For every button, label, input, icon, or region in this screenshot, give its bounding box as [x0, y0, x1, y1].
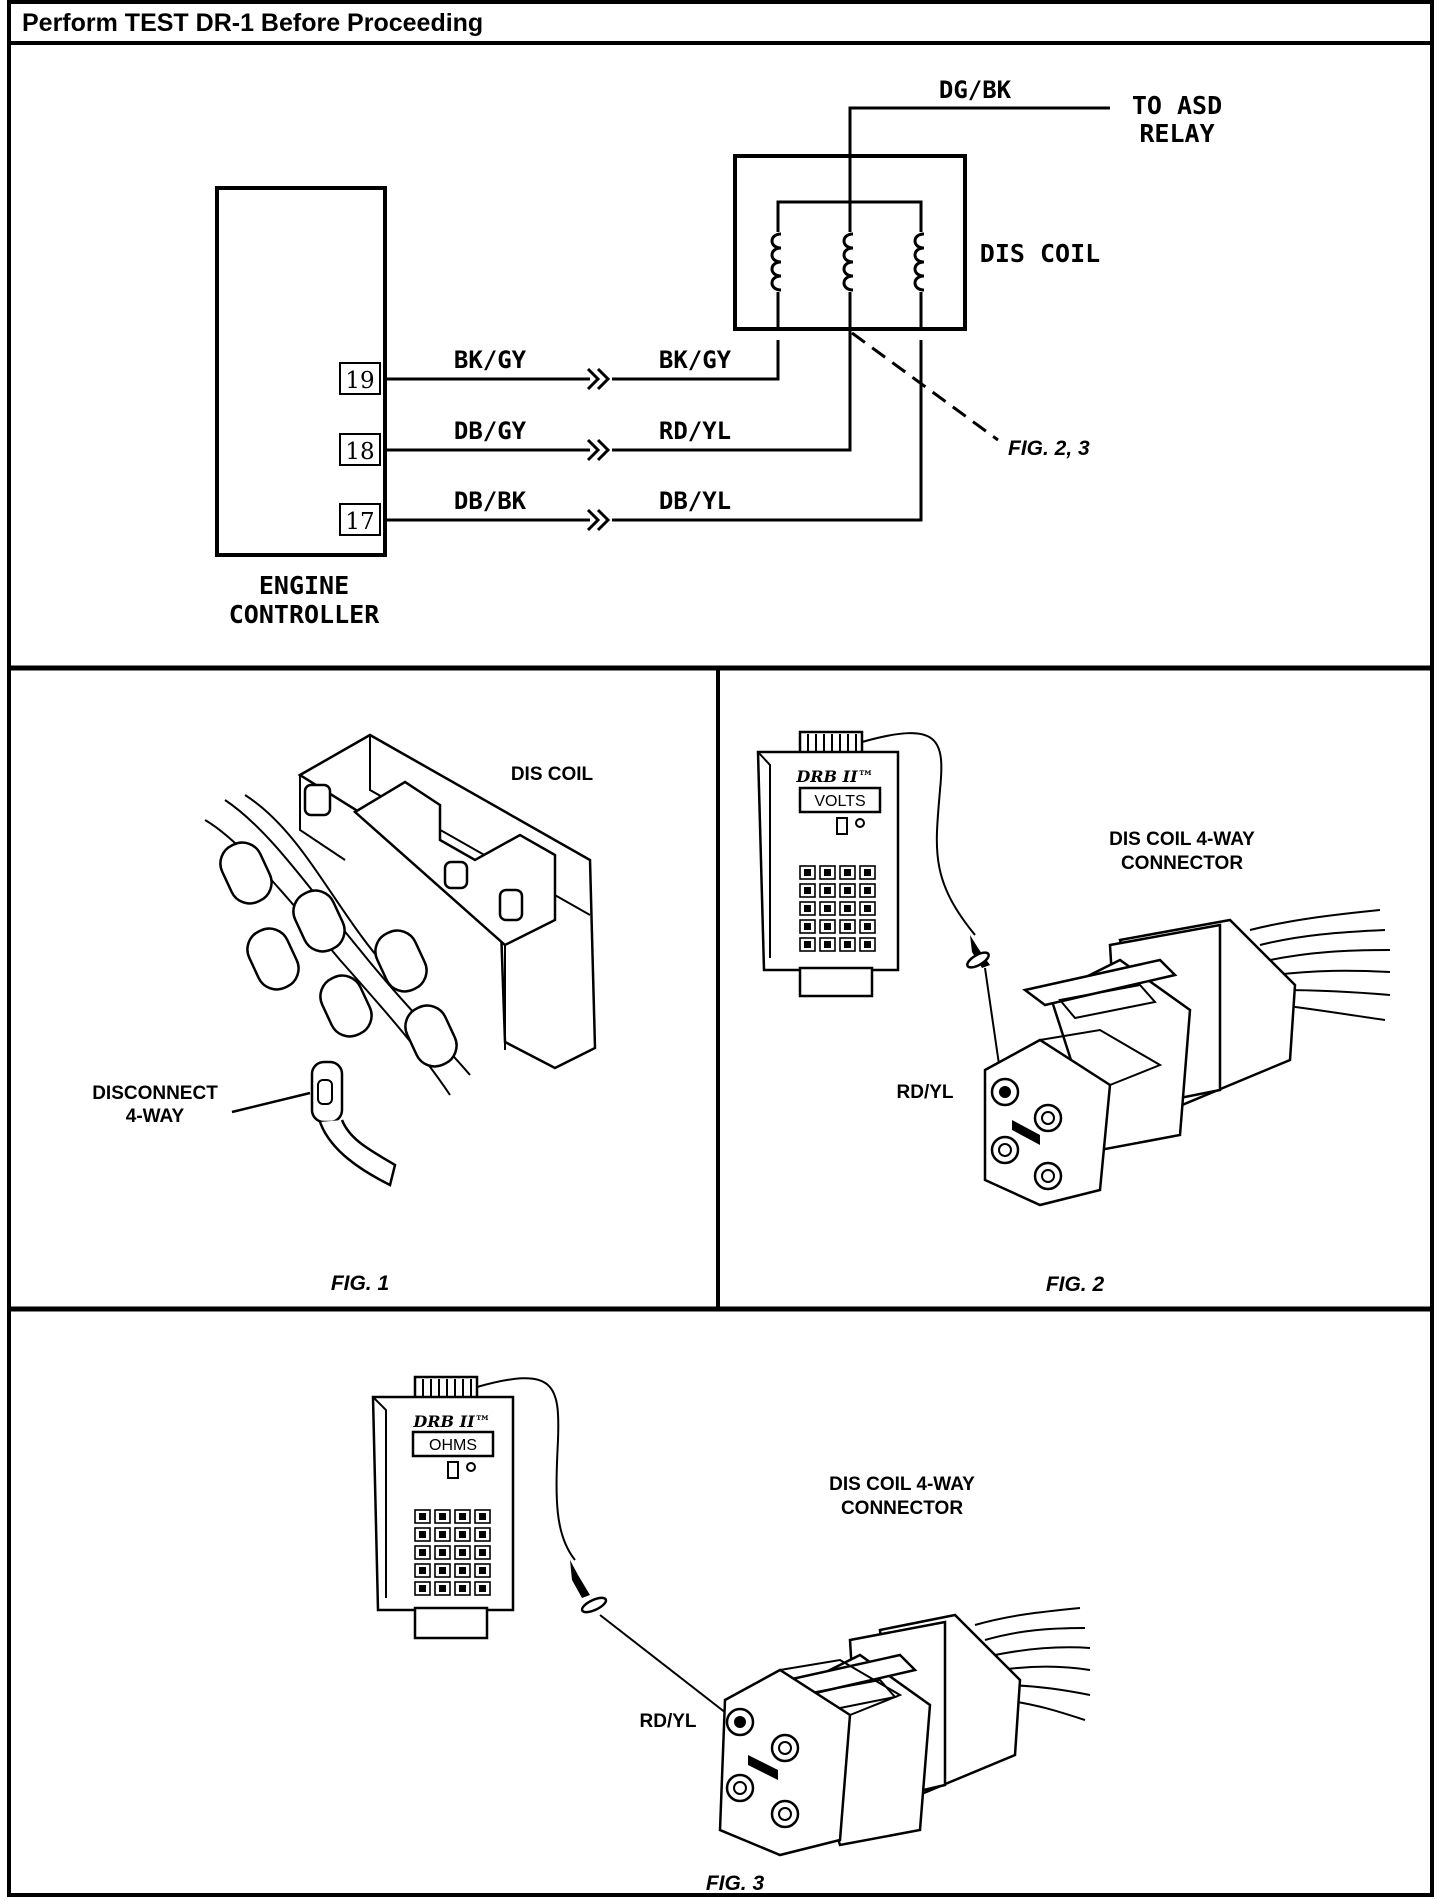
fig3-probe-label: RD/YL [640, 1711, 697, 1732]
fig1-caption: FIG. 1 [331, 1272, 389, 1295]
page-frame [7, 0, 1434, 1897]
pin-19-label: 19 [345, 368, 374, 394]
controller-label-line1: ENGINE [259, 571, 349, 600]
dis-coil-label: DIS COIL [980, 239, 1100, 268]
wiring-schematic: ENGINE CONTROLLER 19 18 17 BK/GY DB/GY D… [215, 76, 1222, 629]
wire-label-bk-gy-left: BK/GY [454, 346, 527, 374]
fig2-tester-brand: DRB II™ [795, 767, 873, 786]
pin-17-box [339, 503, 381, 536]
header-title: Perform TEST DR-1 Before Proceeding [22, 9, 483, 37]
connector-chevrons [586, 367, 611, 532]
fig2-tester-display: VOLTS [814, 793, 865, 810]
wire-label-db-bk: DB/BK [454, 487, 527, 515]
pin-18-box [339, 433, 381, 466]
dis-coil-box [733, 154, 967, 331]
asd-wire-label: DG/BK [939, 76, 1012, 104]
fig3-tester: DRB II™ OHMS [371, 1375, 736, 1721]
fig2-probe-label: RD/YL [897, 1082, 954, 1103]
pin-17-label: 17 [345, 509, 374, 535]
fig1-dis-coil-label: DIS COIL [511, 764, 594, 785]
asd-relay-label-line1: TO ASD [1132, 91, 1222, 120]
fig2-tester: DRB II™ VOLTS [756, 730, 1003, 1086]
engine-controller-box [215, 186, 387, 557]
wire-label-db-yl: DB/YL [659, 487, 731, 515]
fig2-connector [983, 909, 1391, 1207]
fig3-caption: FIG. 3 [706, 1872, 765, 1895]
fig1-callout-line1: DISCONNECT [92, 1083, 218, 1104]
fig2-caption: FIG. 2 [1046, 1273, 1105, 1296]
wire-18 [385, 106, 1110, 452]
pin-18-label: 18 [345, 439, 374, 465]
fig3-tester-display: OHMS [429, 1437, 477, 1454]
controller-label-line2: CONTROLLER [229, 600, 380, 629]
fig-ref-leader [851, 331, 999, 442]
fig3-tester-brand: DRB II™ [412, 1412, 490, 1431]
wire-label-bk-gy-right: BK/GY [659, 346, 732, 374]
fig2-connector-label-line1: DIS COIL 4-WAY [1109, 829, 1255, 850]
wire-19 [385, 340, 780, 381]
fig-ref-label: FIG. 2, 3 [1008, 437, 1090, 460]
pin-19-box [339, 362, 381, 395]
fig1-coil-illustration [204, 733, 597, 1187]
asd-relay-label-line2: RELAY [1139, 119, 1214, 148]
wire-label-rd-yl: RD/YL [659, 417, 731, 445]
fig3-connector-label-line1: DIS COIL 4-WAY [829, 1474, 975, 1495]
coil-windings [766, 232, 933, 292]
fig3-connector [718, 1607, 1091, 1857]
fig1-callout-line2: 4-WAY [126, 1106, 185, 1127]
fig2-connector-label-line2: CONNECTOR [1121, 853, 1243, 874]
wire-label-db-gy: DB/GY [454, 417, 527, 445]
wire-17 [385, 340, 923, 522]
fig3-connector-label-line2: CONNECTOR [841, 1498, 963, 1519]
